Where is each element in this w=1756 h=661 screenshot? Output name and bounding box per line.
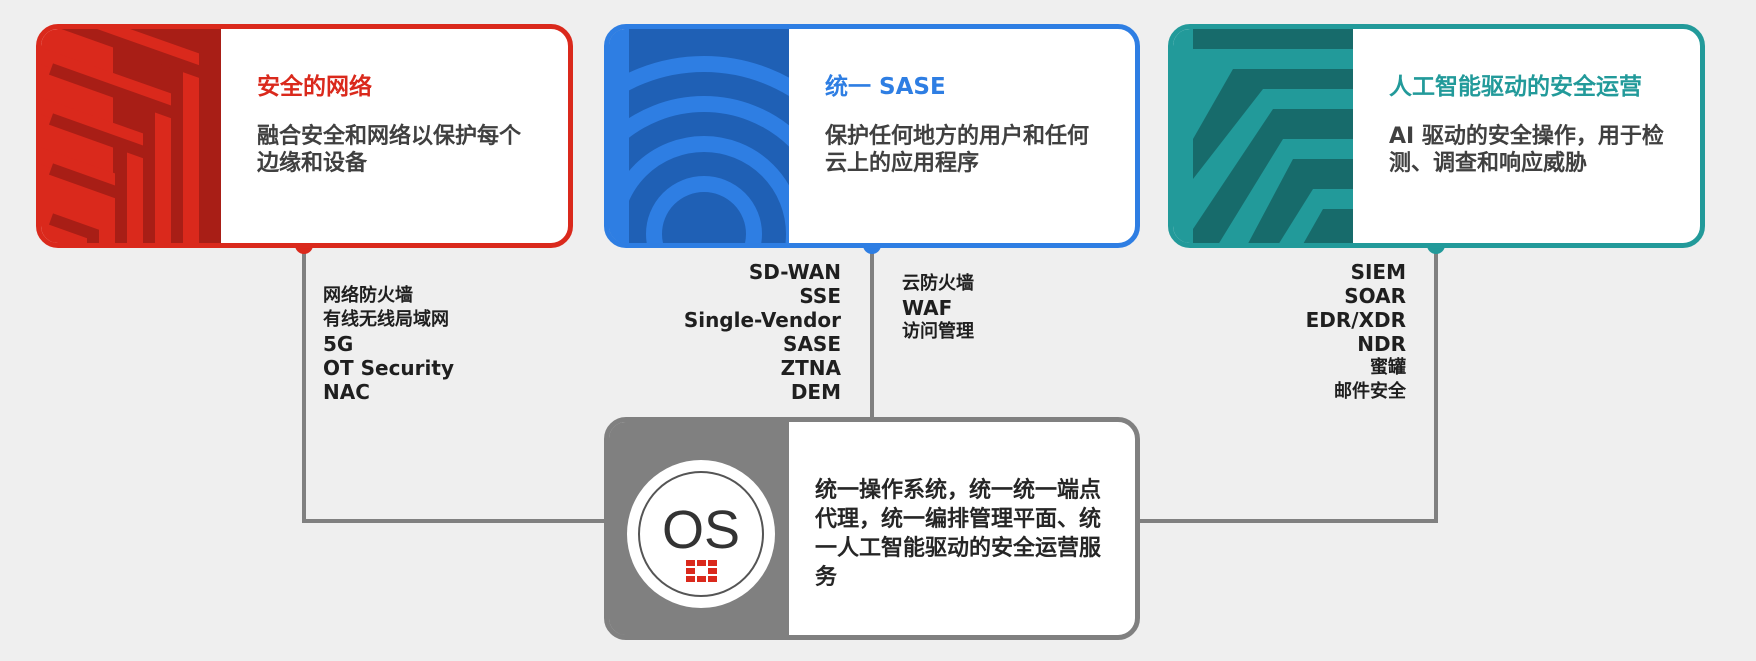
list-item: Single-Vendor xyxy=(683,308,841,332)
unified-sase-graphic xyxy=(609,29,789,243)
card-description: 保护任何地方的用户和任何云上的应用程序 xyxy=(825,124,1090,176)
list-item: 网络防火墙 xyxy=(323,285,413,306)
list-item: 蜜罐 xyxy=(1370,357,1406,378)
list-item: OT Security xyxy=(323,356,454,380)
list-item: 访问管理 xyxy=(902,321,974,342)
os-graphic: OS xyxy=(609,422,789,635)
secure-network-card: 安全的网络 融合安全和网络以保护每个边缘和设备 xyxy=(36,24,573,248)
list-item: ZTNA xyxy=(780,356,841,380)
list-item: SASE xyxy=(783,332,841,356)
list-item: DEM xyxy=(790,380,841,404)
list-item: 云防火墙 xyxy=(902,273,974,294)
card-description: 融合安全和网络以保护每个边缘和设备 xyxy=(257,124,522,176)
list-item: EDR/XDR xyxy=(1305,308,1406,332)
unified-sase-card: 统一 SASE 保护任何地方的用户和任何云上的应用程序 xyxy=(604,24,1140,248)
list-item: SIEM xyxy=(1350,260,1406,284)
network-products-list: 网络防火墙 有线无线局域网 5G OT Security NAC xyxy=(323,284,454,404)
ai-secops-card: 人工智能驱动的安全运营 AI 驱动的安全操作，用于检测、调查和响应威胁 xyxy=(1168,24,1705,248)
list-item: SD-WAN xyxy=(748,260,841,284)
list-item: NDR xyxy=(1357,332,1406,356)
os-description: 统一操作系统，统一统一端点代理，统一编排管理平面、统一人工智能驱动的安全运营服务 xyxy=(815,478,1102,590)
sase-products-list-right: 云防火墙 WAF 访问管理 xyxy=(902,272,974,344)
os-card: OS 统一操作系统，统一统一端点代理，统一编排管理平面、统一人工智能驱动的安全运… xyxy=(604,417,1140,640)
list-item: NAC xyxy=(323,380,370,404)
list-item: 邮件安全 xyxy=(1334,381,1406,402)
card-title: 统一 SASE xyxy=(825,74,946,100)
sase-products-list-left: SD-WAN SSE Single-Vendor SASE ZTNA DEM xyxy=(684,260,841,404)
card-title: 安全的网络 xyxy=(257,74,372,100)
secure-network-graphic xyxy=(41,29,221,243)
os-badge-text: OS xyxy=(662,500,740,560)
ai-secops-graphic xyxy=(1173,29,1353,243)
fortinet-logo-icon xyxy=(686,560,717,582)
secops-products-list: SIEM SOAR EDR/XDR NDR 蜜罐 邮件安全 xyxy=(1306,260,1406,404)
list-item: SSE xyxy=(799,284,841,308)
card-title: 人工智能驱动的安全运营 xyxy=(1389,74,1642,100)
list-item: 5G xyxy=(323,332,354,356)
card-description: AI 驱动的安全操作，用于检测、调查和响应威胁 xyxy=(1389,124,1664,176)
list-item: WAF xyxy=(902,296,953,320)
list-item: 有线无线局域网 xyxy=(323,309,449,330)
list-item: SOAR xyxy=(1344,284,1406,308)
